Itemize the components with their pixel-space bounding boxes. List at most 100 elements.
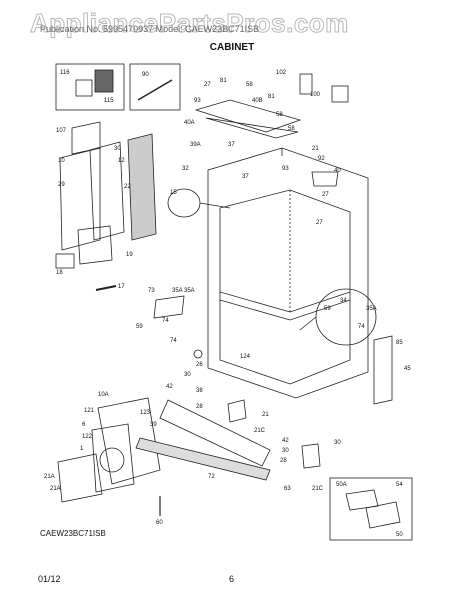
lower-opening [219,299,351,385]
panel-12 [89,141,125,241]
callout-30b: 30 [184,372,191,378]
grille-front [57,453,103,503]
callout-73: 73 [148,288,155,294]
callout-15: 15 [170,190,177,196]
callout-54: 54 [396,482,403,488]
top-cover [194,99,302,133]
part-90-rod [137,79,173,101]
callout-72: 72 [208,474,215,480]
callout-63: 63 [284,486,291,492]
callout-42: 42 [166,384,173,390]
callout-27b: 27 [322,192,329,198]
callout-37b: 37 [242,174,249,180]
inset-box-116 [55,63,125,111]
callout-26: 26 [196,362,203,368]
footer-date: 01/12 [38,574,61,584]
callout-21A: 21A [44,474,55,480]
kick-plate [135,437,271,481]
callout-58c: 58 [288,126,295,132]
callout-74: 74 [162,318,169,324]
part-54 [365,501,401,529]
callout-59: 59 [136,324,143,330]
callout-74b: 74 [170,338,177,344]
fan-122 [99,447,125,473]
callout-74c: 74 [358,324,365,330]
callout-40A: 40A [184,120,195,126]
callout-19: 19 [126,252,133,258]
callout-81: 81 [220,78,227,84]
part-116-gasket [75,79,93,97]
callout-58: 58 [246,82,253,88]
callout-124: 124 [240,354,251,360]
callout-85: 85 [396,340,403,346]
watermark-logo: AppliancePartsPros.com [30,8,349,39]
callout-1: 1 [80,446,84,452]
callout-21C: 21C [254,428,266,434]
callout-34: 34 [340,298,347,304]
callout-32: 32 [182,166,189,172]
panel-30 [127,133,157,241]
callout-107: 107 [56,128,67,134]
callout-18: 18 [56,270,63,276]
callout-17: 17 [118,284,125,290]
callout-35A-c: 35A [366,306,377,312]
hinge-assembly-73 [153,295,185,319]
callout-38: 38 [196,388,203,394]
callout-115: 115 [104,98,114,104]
callout-92: 92 [318,156,325,162]
callout-28b: 28 [280,458,287,464]
side-panel-85 [373,335,393,405]
part-115-block [94,69,114,93]
callout-27c: 27 [316,220,323,226]
callout-21Ab: 21A [50,486,61,492]
callout-102: 102 [276,70,287,76]
callout-45: 45 [404,366,411,372]
part-26 [193,349,203,359]
part-40-housing [311,171,339,187]
panel-121 [91,423,135,493]
callout-29: 29 [58,182,65,188]
callout-37: 37 [228,142,235,148]
callout-39: 39 [150,422,157,428]
callout-10: 10 [58,158,65,164]
callout-35A: 35A [172,288,183,294]
duct-19 [77,225,113,265]
callout-42b: 42 [282,438,289,444]
callout-22: 22 [124,184,131,190]
callout-93b: 93 [282,166,289,172]
callout-21b: 21 [262,412,269,418]
section-title: CABINET [209,42,255,53]
model-label: CAEW23BC71ISB [40,529,106,538]
inset-box-50 [329,477,413,541]
callout-28: 28 [196,404,203,410]
callout-40B: 40B [252,98,263,104]
callout-21C-b: 21C [312,486,324,492]
callout-58b: 58 [276,112,283,118]
panel-10 [59,147,101,251]
callout-100: 100 [310,92,321,98]
callout-121: 121 [84,408,95,414]
callout-50: 50 [396,532,403,538]
part-17 [95,285,117,291]
callout-30c: 30 [282,448,289,454]
hinge-lower-left [227,399,247,423]
callout-6: 6 [82,422,86,428]
callout-12: 12 [118,158,125,164]
callout-93: 93 [194,98,201,104]
callout-50A: 50A [336,482,347,488]
footer-page: 6 [229,574,235,584]
top-rail [205,117,299,139]
part-16 [55,253,75,269]
bracket-100 [331,85,349,103]
callout-21: 21 [312,146,319,152]
callout-10A: 10A [98,392,109,398]
callout-27: 27 [204,82,211,88]
bracket-102 [299,73,313,95]
callout-90: 90 [142,72,149,78]
panel-10A [97,397,161,485]
base-rail-72 [159,399,271,467]
callout-30d: 30 [334,440,341,446]
